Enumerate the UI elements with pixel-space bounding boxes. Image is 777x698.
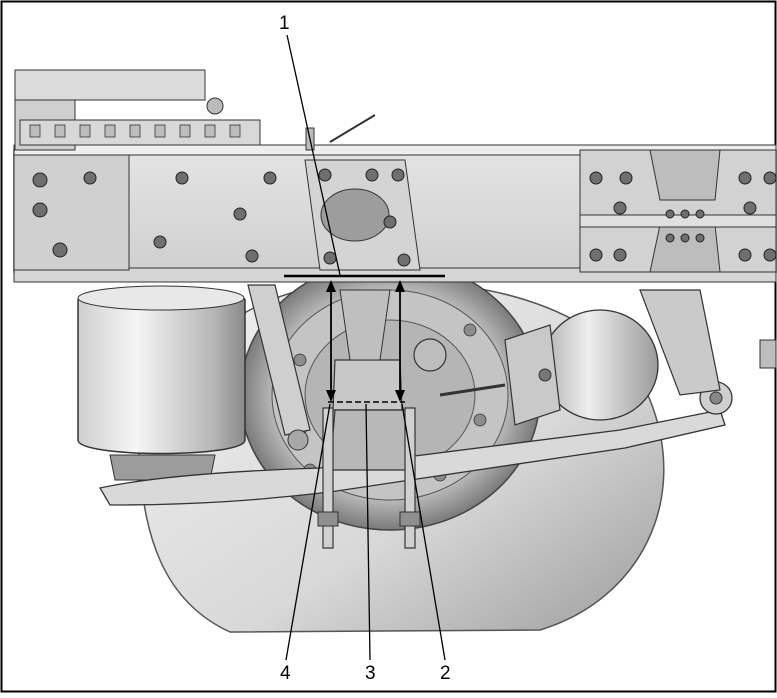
frame-rail: [13, 144, 777, 283]
callout-1: 1: [279, 13, 290, 34]
callout-2: 2: [440, 663, 451, 684]
leader-lines: [285, 34, 446, 661]
shock-absorber: [247, 284, 311, 451]
leader-line-4: [285, 403, 331, 661]
upper-linkage: [14, 69, 376, 151]
air-spring: [77, 285, 246, 481]
leader-line-2: [401, 403, 446, 661]
callout-4: 4: [280, 663, 291, 684]
callout-3: 3: [365, 663, 376, 684]
brake-chamber: [413, 309, 659, 426]
measurement-guides: [284, 274, 445, 403]
leader-line-3: [365, 403, 371, 661]
leader-line-1: [286, 34, 341, 276]
